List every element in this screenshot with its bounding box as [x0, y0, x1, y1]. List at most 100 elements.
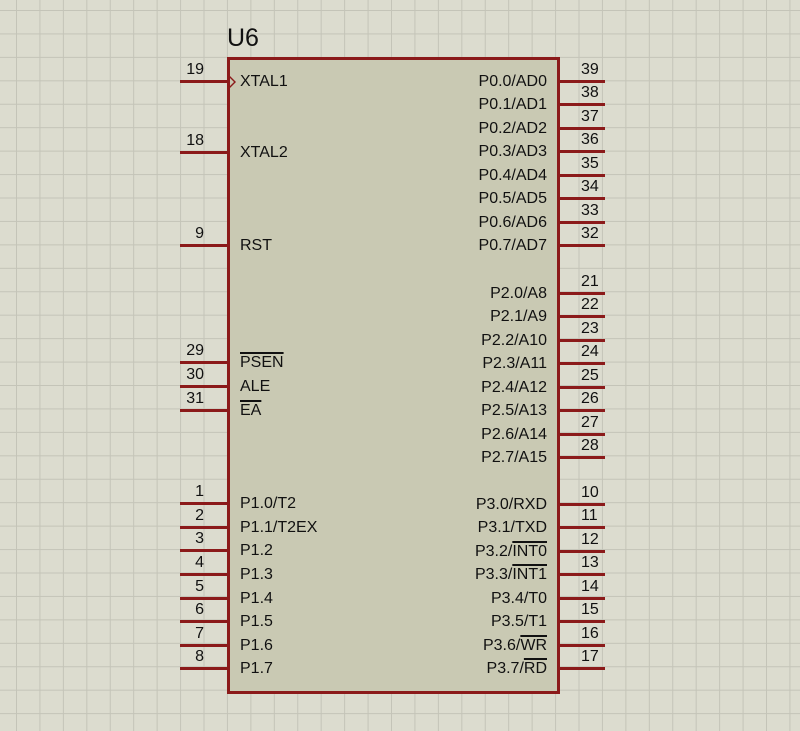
pin-number: 3 [195, 530, 204, 547]
pin-label-text: P1.7 [240, 660, 273, 677]
pin-22-wire[interactable] [557, 315, 605, 318]
pin-25-wire[interactable] [557, 386, 605, 389]
pin-12-wire[interactable] [557, 550, 605, 553]
pin-11-wire[interactable] [557, 526, 605, 529]
pin-29-wire[interactable] [180, 361, 228, 364]
pin-label-text: P3.5/T1 [490, 613, 547, 630]
component-reference: U6 [227, 24, 259, 52]
pin-label: P1.0/T2 [240, 495, 296, 513]
pin-number: 15 [581, 601, 599, 618]
pin-number: 13 [581, 554, 599, 571]
pin-label: P0.4/AD4 [479, 167, 547, 185]
pin-24-wire[interactable] [557, 362, 605, 365]
pin-label-text: P1.3 [240, 566, 273, 583]
pin-number: 38 [581, 84, 599, 101]
pin-number: 36 [581, 131, 599, 148]
pin-9-wire[interactable] [180, 244, 228, 247]
pin-label: P0.1/AD1 [479, 96, 547, 114]
pin-13-wire[interactable] [557, 573, 605, 576]
pin-label: P2.7/A15 [481, 449, 547, 467]
pin-label: P0.6/AD6 [479, 214, 547, 232]
pin-14-wire[interactable] [557, 597, 605, 600]
pin-23-wire[interactable] [557, 339, 605, 342]
pin-label: EA [240, 402, 261, 420]
pin-36-wire[interactable] [557, 150, 605, 153]
pin-label: XTAL2 [240, 144, 288, 162]
pin-number: 25 [581, 367, 599, 384]
pin-label: P0.0/AD0 [479, 73, 547, 91]
pin-label-active-low: INT0 [512, 543, 547, 560]
clock-input-icon [229, 75, 236, 89]
pin-label: P1.6 [240, 637, 273, 655]
pin-28-wire[interactable] [557, 456, 605, 459]
pin-label-active-low: PSEN [240, 354, 284, 371]
pin-27-wire[interactable] [557, 433, 605, 436]
pin-label: ALE [240, 378, 270, 396]
pin-label: P1.4 [240, 590, 273, 608]
pin-label: P3.3/INT1 [475, 566, 547, 584]
pin-number: 8 [195, 648, 204, 665]
pin-30-wire[interactable] [180, 385, 228, 388]
pin-number: 10 [581, 484, 599, 501]
pin-2-wire[interactable] [180, 526, 228, 529]
pin-number: 35 [581, 155, 599, 172]
pin-7-wire[interactable] [180, 644, 228, 647]
pin-label-text: P1.4 [240, 590, 273, 607]
pin-5-wire[interactable] [180, 597, 228, 600]
pin-16-wire[interactable] [557, 644, 605, 647]
pin-33-wire[interactable] [557, 221, 605, 224]
pin-17-wire[interactable] [557, 667, 605, 670]
pin-15-wire[interactable] [557, 620, 605, 623]
pin-32-wire[interactable] [557, 244, 605, 247]
pin-6-wire[interactable] [180, 620, 228, 623]
pin-number: 9 [195, 225, 204, 242]
pin-35-wire[interactable] [557, 174, 605, 177]
pin-31-wire[interactable] [180, 409, 228, 412]
pin-1-wire[interactable] [180, 502, 228, 505]
pin-label-text: P3.1/TXD [477, 519, 547, 536]
pin-label-text: P1.1/T2EX [240, 519, 318, 536]
pin-18-wire[interactable] [180, 151, 228, 154]
pin-number: 11 [581, 507, 598, 524]
pin-number: 4 [195, 554, 204, 571]
pin-label-text: P2.4/A12 [481, 379, 547, 396]
pin-label: XTAL1 [240, 73, 288, 91]
pin-label: P3.2/INT0 [475, 543, 547, 561]
pin-label-text: RST [240, 237, 272, 254]
pin-label: P2.0/A8 [490, 285, 547, 303]
pin-label-text: XTAL1 [240, 73, 288, 90]
microcontroller-body[interactable] [227, 57, 560, 694]
pin-number: 23 [581, 320, 599, 337]
pin-26-wire[interactable] [557, 409, 605, 412]
pin-label-text: P0.7/AD7 [478, 237, 547, 254]
pin-21-wire[interactable] [557, 292, 605, 295]
pin-number: 16 [581, 625, 599, 642]
pin-label: P3.1/TXD [478, 519, 547, 537]
pin-37-wire[interactable] [557, 127, 605, 130]
pin-label-text: P3.7/ [486, 660, 524, 677]
pin-3-wire[interactable] [180, 549, 228, 552]
pin-34-wire[interactable] [557, 197, 605, 200]
pin-label-text: P2.3/A11 [482, 355, 547, 372]
pin-number: 33 [581, 202, 599, 219]
pin-label-text: P0.1/AD1 [478, 96, 547, 113]
pin-label: P1.1/T2EX [240, 519, 317, 537]
pin-label: RST [240, 237, 272, 255]
pin-label-text: P0.2/AD2 [478, 120, 547, 137]
pin-label: P3.0/RXD [476, 496, 547, 514]
pin-label-active-low: WR [520, 637, 547, 654]
pin-number: 37 [581, 108, 599, 125]
pin-label: P0.3/AD3 [479, 143, 547, 161]
pin-38-wire[interactable] [557, 103, 605, 106]
pin-label-active-low: RD [523, 660, 547, 677]
pin-10-wire[interactable] [557, 503, 605, 506]
pin-39-wire[interactable] [557, 80, 605, 83]
pin-4-wire[interactable] [180, 573, 228, 576]
pin-label: P0.2/AD2 [479, 120, 547, 138]
pin-label-active-low: INT1 [512, 566, 547, 583]
pin-19-wire[interactable] [180, 80, 228, 83]
pin-number: 29 [186, 342, 204, 359]
pin-8-wire[interactable] [180, 667, 228, 670]
pin-number: 32 [581, 225, 599, 242]
pin-label: P3.4/T0 [491, 590, 547, 608]
